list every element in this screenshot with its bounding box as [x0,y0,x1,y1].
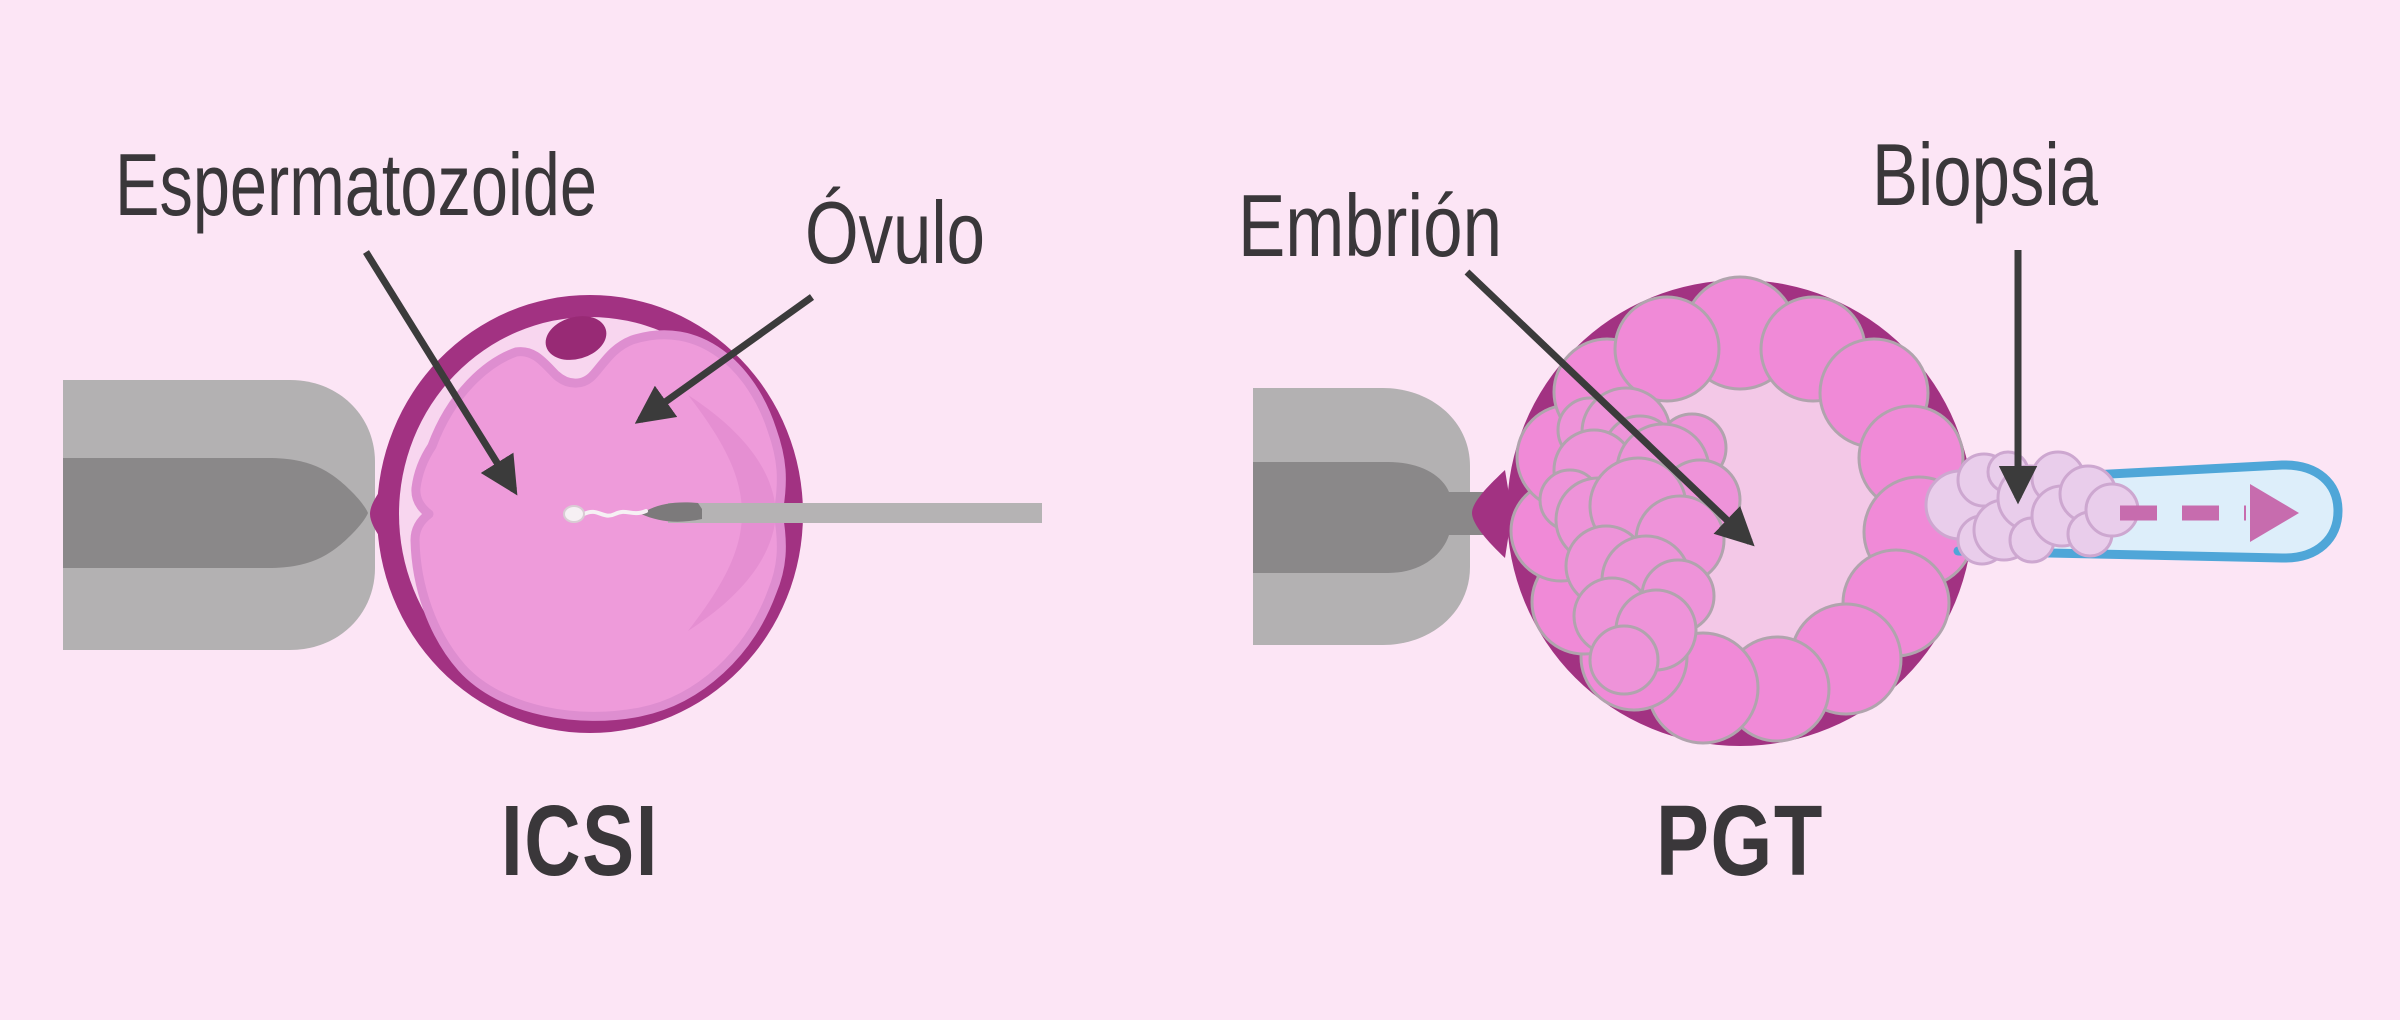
needle-shaft [668,503,1042,523]
icsi-caption: ICSI [501,785,659,897]
annotation-arrows [363,250,2038,547]
egg-arrow [634,294,815,424]
sperm-tail [582,509,648,518]
biopsy-pipette-outline [1953,460,2343,563]
icsi-holding-pipette-nozzle [63,458,368,568]
biopsy-label: Biopsia [1872,125,2098,224]
suction-arrow [2120,484,2299,542]
embryo-arrow [1464,269,1755,547]
sperm-label: Espermatozoide [115,135,597,234]
needle-bevel-tip [641,502,702,522]
sperm-head [563,505,585,523]
embryo-suction-nipple [1472,470,1512,558]
embryo-label: Embrión [1238,176,1502,275]
biopsy-pipette [1924,450,2343,566]
sperm-arrow [363,250,518,496]
polar-body [545,316,607,360]
diagram-labels: Espermatozoide Óvulo Embrión Biopsia ICS… [115,125,2098,897]
pgt-holding-pipette-nozzle [1253,462,1500,573]
injection-needle [563,502,1042,523]
icsi-holding-pipette-channel [63,458,368,568]
suction-arrow-head [2250,484,2299,542]
egg-cytoplasm [410,330,786,721]
pgt-caption: PGT [1656,785,1824,897]
pgt-holding-pipette-channel [1253,462,1500,573]
egg-label: Óvulo [805,183,985,282]
inner-cell-mass [1538,386,1742,696]
